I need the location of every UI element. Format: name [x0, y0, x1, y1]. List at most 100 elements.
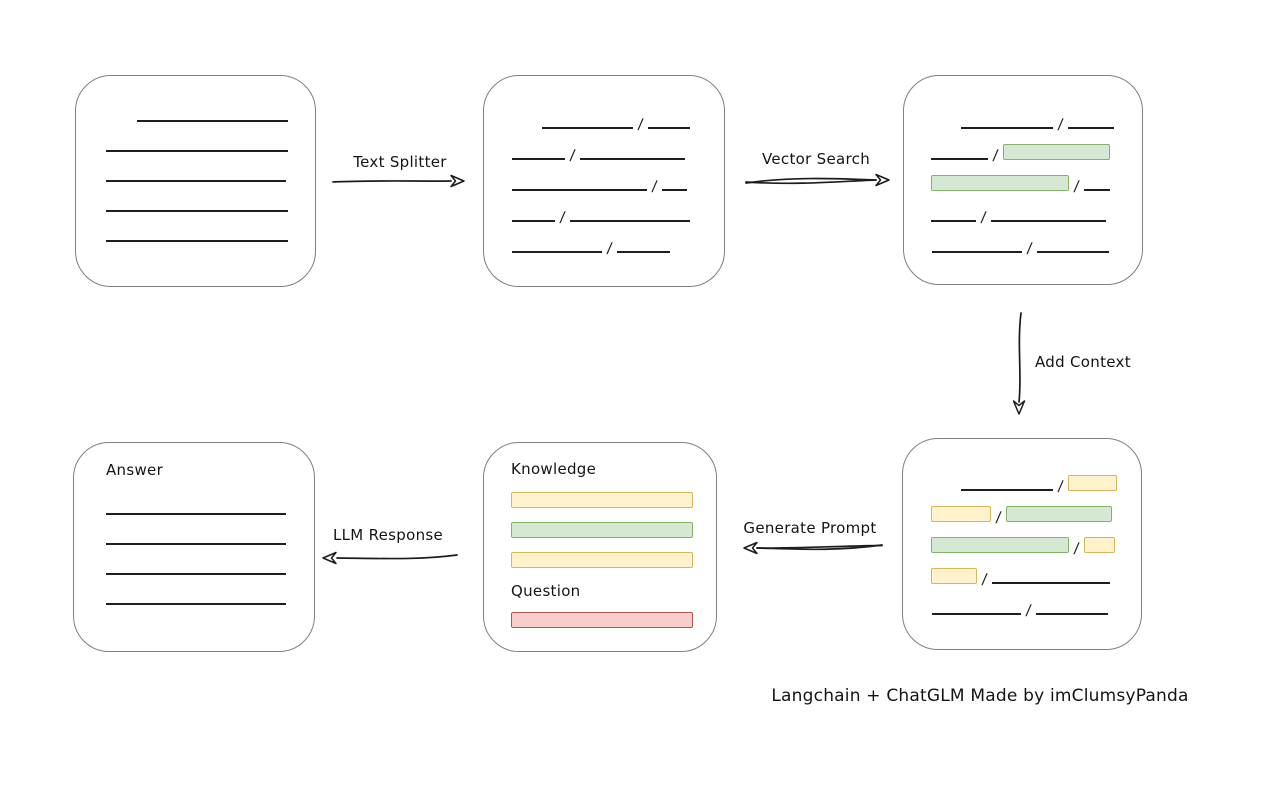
text-line: [106, 150, 288, 152]
chunk-row: /: [484, 160, 724, 195]
text-line-segment: [617, 251, 671, 253]
generate-prompt-arrow-line: [756, 544, 883, 551]
chunk-row: /: [903, 491, 1141, 526]
text-line: [106, 603, 286, 605]
chunk-row: /: [904, 160, 1142, 195]
text-line: [106, 240, 288, 242]
text-line-row: [76, 122, 315, 152]
llm-response-arrow-line: [336, 554, 458, 560]
highlight-bar-yellow: [931, 506, 991, 522]
chunk-row: /: [904, 98, 1142, 133]
highlight-bar-green: [1006, 506, 1113, 522]
text-line-segment: [648, 127, 691, 129]
text-line-segment: [932, 251, 1022, 253]
generate-prompt-arrow-line2: [756, 544, 883, 549]
highlight-bar-green: [1003, 144, 1111, 160]
add-context-label: Add Context: [1035, 353, 1131, 371]
highlight-bar-green: [931, 537, 1069, 553]
slash-separator: /: [1025, 600, 1033, 620]
question-bars: [511, 612, 716, 628]
text-line-segment: [991, 220, 1107, 222]
text-line-segment: [992, 582, 1111, 584]
highlight-bar-yellow: [1068, 475, 1118, 491]
text-line-segment: [961, 127, 1053, 129]
chunk-row: /: [903, 553, 1141, 588]
text-line-segment: [931, 220, 976, 222]
prompt-bar-green: [511, 522, 693, 538]
text-line-row: [76, 92, 315, 122]
box-prompt: Knowledge Question: [483, 442, 717, 652]
slash-separator: /: [1026, 238, 1034, 258]
text-line-segment: [961, 489, 1053, 491]
box-matched-chunks: /////: [903, 75, 1143, 285]
vector-search-arrowhead: [875, 173, 890, 187]
generate-prompt-label: Generate Prompt: [743, 519, 877, 537]
knowledge-bars: [511, 492, 716, 568]
text-splitter-label: Text Splitter: [353, 153, 447, 171]
knowledge-label: Knowledge: [511, 460, 597, 478]
box-context-chunks: /////: [902, 438, 1142, 650]
highlight-bar-yellow: [931, 568, 977, 584]
matched-chunk-rows: /////: [904, 76, 1142, 258]
text-line-segment: [512, 189, 647, 191]
text-line-segment: [931, 158, 988, 160]
vector-search-label: Vector Search: [762, 150, 870, 168]
prompt-bar-yellow: [511, 492, 693, 508]
text-line-row: [76, 212, 315, 242]
box-answer: Answer: [73, 442, 315, 652]
context-chunk-rows: /////: [903, 439, 1141, 620]
text-line-segment: [662, 189, 688, 191]
vector-search-arrow-line: [745, 177, 877, 184]
text-line-segment: [1037, 251, 1110, 253]
text-line-row: [106, 575, 314, 605]
text-line-segment: [512, 220, 555, 222]
text-line-segment: [512, 251, 602, 253]
llm-response-arrowhead: [322, 551, 337, 565]
chunk-row: /: [484, 222, 724, 258]
chunk-row: /: [904, 191, 1142, 226]
text-line-segment: [580, 158, 686, 160]
prompt-bar-red: [511, 612, 693, 628]
prompt-bar-yellow: [511, 552, 693, 568]
document-lines: [76, 76, 315, 242]
generate-prompt-arrowhead: [743, 541, 758, 555]
highlight-bar-green: [931, 175, 1069, 191]
llm-response-label: LLM Response: [332, 526, 444, 544]
chunk-row: /: [484, 129, 724, 164]
text-line-row: [106, 485, 314, 515]
text-line: [106, 543, 286, 545]
add-context-arrowhead: [1012, 400, 1026, 415]
diagram-caption: Langchain + ChatGLM Made by imClumsyPand…: [771, 686, 1189, 706]
text-line: [106, 573, 286, 575]
vector-search-arrow-line2: [745, 179, 877, 185]
prompt-body: Knowledge Question: [484, 443, 716, 628]
chunk-row: /: [484, 98, 724, 133]
highlight-bar-yellow: [1084, 537, 1116, 553]
chunk-row: /: [904, 222, 1142, 258]
answer-lines: [106, 485, 314, 605]
text-splitter-arrow-line: [332, 180, 452, 183]
text-line: [106, 180, 286, 182]
chunk-row: /: [903, 584, 1141, 620]
slash-separator: /: [606, 238, 614, 258]
text-line-segment: [932, 613, 1021, 615]
text-line-segment: [542, 127, 633, 129]
text-line-row: [106, 545, 314, 575]
question-label: Question: [511, 582, 581, 600]
chunk-row: /: [904, 129, 1142, 164]
text-line-segment: [1036, 613, 1109, 615]
text-line-row: [76, 152, 315, 182]
box-split-chunks: /////: [483, 75, 725, 287]
text-line-segment: [1068, 127, 1115, 129]
text-splitter-arrowhead: [450, 174, 465, 188]
add-context-arrow-line: [1018, 312, 1022, 403]
text-line: [106, 513, 286, 515]
chunk-row: /: [484, 191, 724, 226]
text-line-segment: [512, 158, 565, 160]
text-line-row: [106, 515, 314, 545]
chunk-row: /: [903, 460, 1141, 495]
text-line-segment: [570, 220, 691, 222]
text-line: [137, 120, 288, 122]
box-source-document: [75, 75, 316, 287]
